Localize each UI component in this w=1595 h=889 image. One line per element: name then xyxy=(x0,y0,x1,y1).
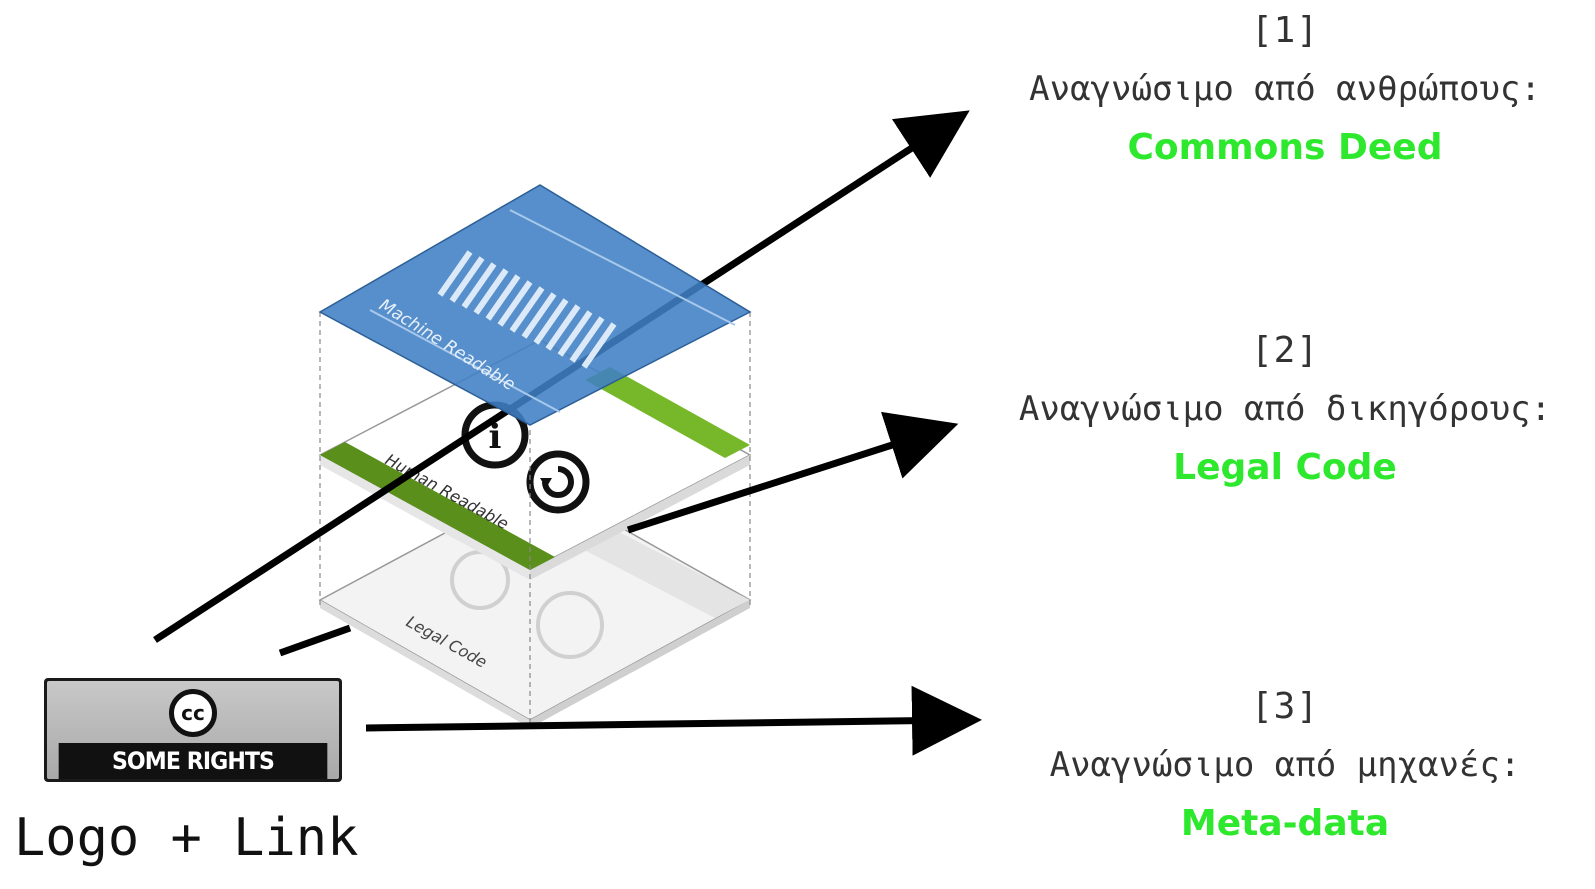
human-readable-layer: i Human Readable xyxy=(318,339,752,580)
item-number: [2] xyxy=(1250,330,1320,371)
item-term: Commons Deed xyxy=(1127,127,1443,168)
cc-some-rights-reserved-badge[interactable]: cc SOME RIGHTS RESERVED xyxy=(44,678,342,811)
item-description: Αναγνώσιμο από μηχανές: xyxy=(1049,745,1521,785)
item-term: Legal Code xyxy=(1173,447,1397,488)
item-description: Αναγνώσιμο από δικηγόρους: xyxy=(1018,389,1552,429)
legal-code-layer: Legal Code xyxy=(318,481,752,728)
faint-share-alike-icon xyxy=(536,591,604,659)
item-number: [3] xyxy=(1250,686,1320,727)
barcode-icon xyxy=(437,250,617,369)
badge-text: SOME RIGHTS RESERVED xyxy=(58,743,328,811)
stack-edges xyxy=(319,312,751,725)
human-readable-stripe-back xyxy=(585,367,750,458)
item-number: [1] xyxy=(1250,10,1320,51)
logo-link-caption: Logo + Link xyxy=(14,808,359,868)
human-readable-stripe-front xyxy=(320,442,555,570)
item-legal-code: [2] Αναγνώσιμο από δικηγόρους: Legal Cod… xyxy=(975,330,1595,488)
item-meta-data: [3] Αναγνώσιμο από μηχανές: Meta-data xyxy=(975,686,1595,844)
svg-text:i: i xyxy=(489,417,502,457)
item-description: Αναγνώσιμο από ανθρώπους: xyxy=(1029,69,1541,109)
item-commons-deed: [1] Αναγνώσιμο από ανθρώπους: Commons De… xyxy=(975,10,1595,168)
arrow-to-meta-data xyxy=(365,685,982,756)
item-term: Meta-data xyxy=(1180,803,1390,844)
arrow-to-legal-code xyxy=(626,411,959,534)
cc-icon: cc xyxy=(169,689,217,737)
arrow-to-legal-code-tail xyxy=(278,624,352,657)
share-alike-icon xyxy=(526,450,590,514)
machine-readable-layer: Machine Readable xyxy=(318,184,752,426)
